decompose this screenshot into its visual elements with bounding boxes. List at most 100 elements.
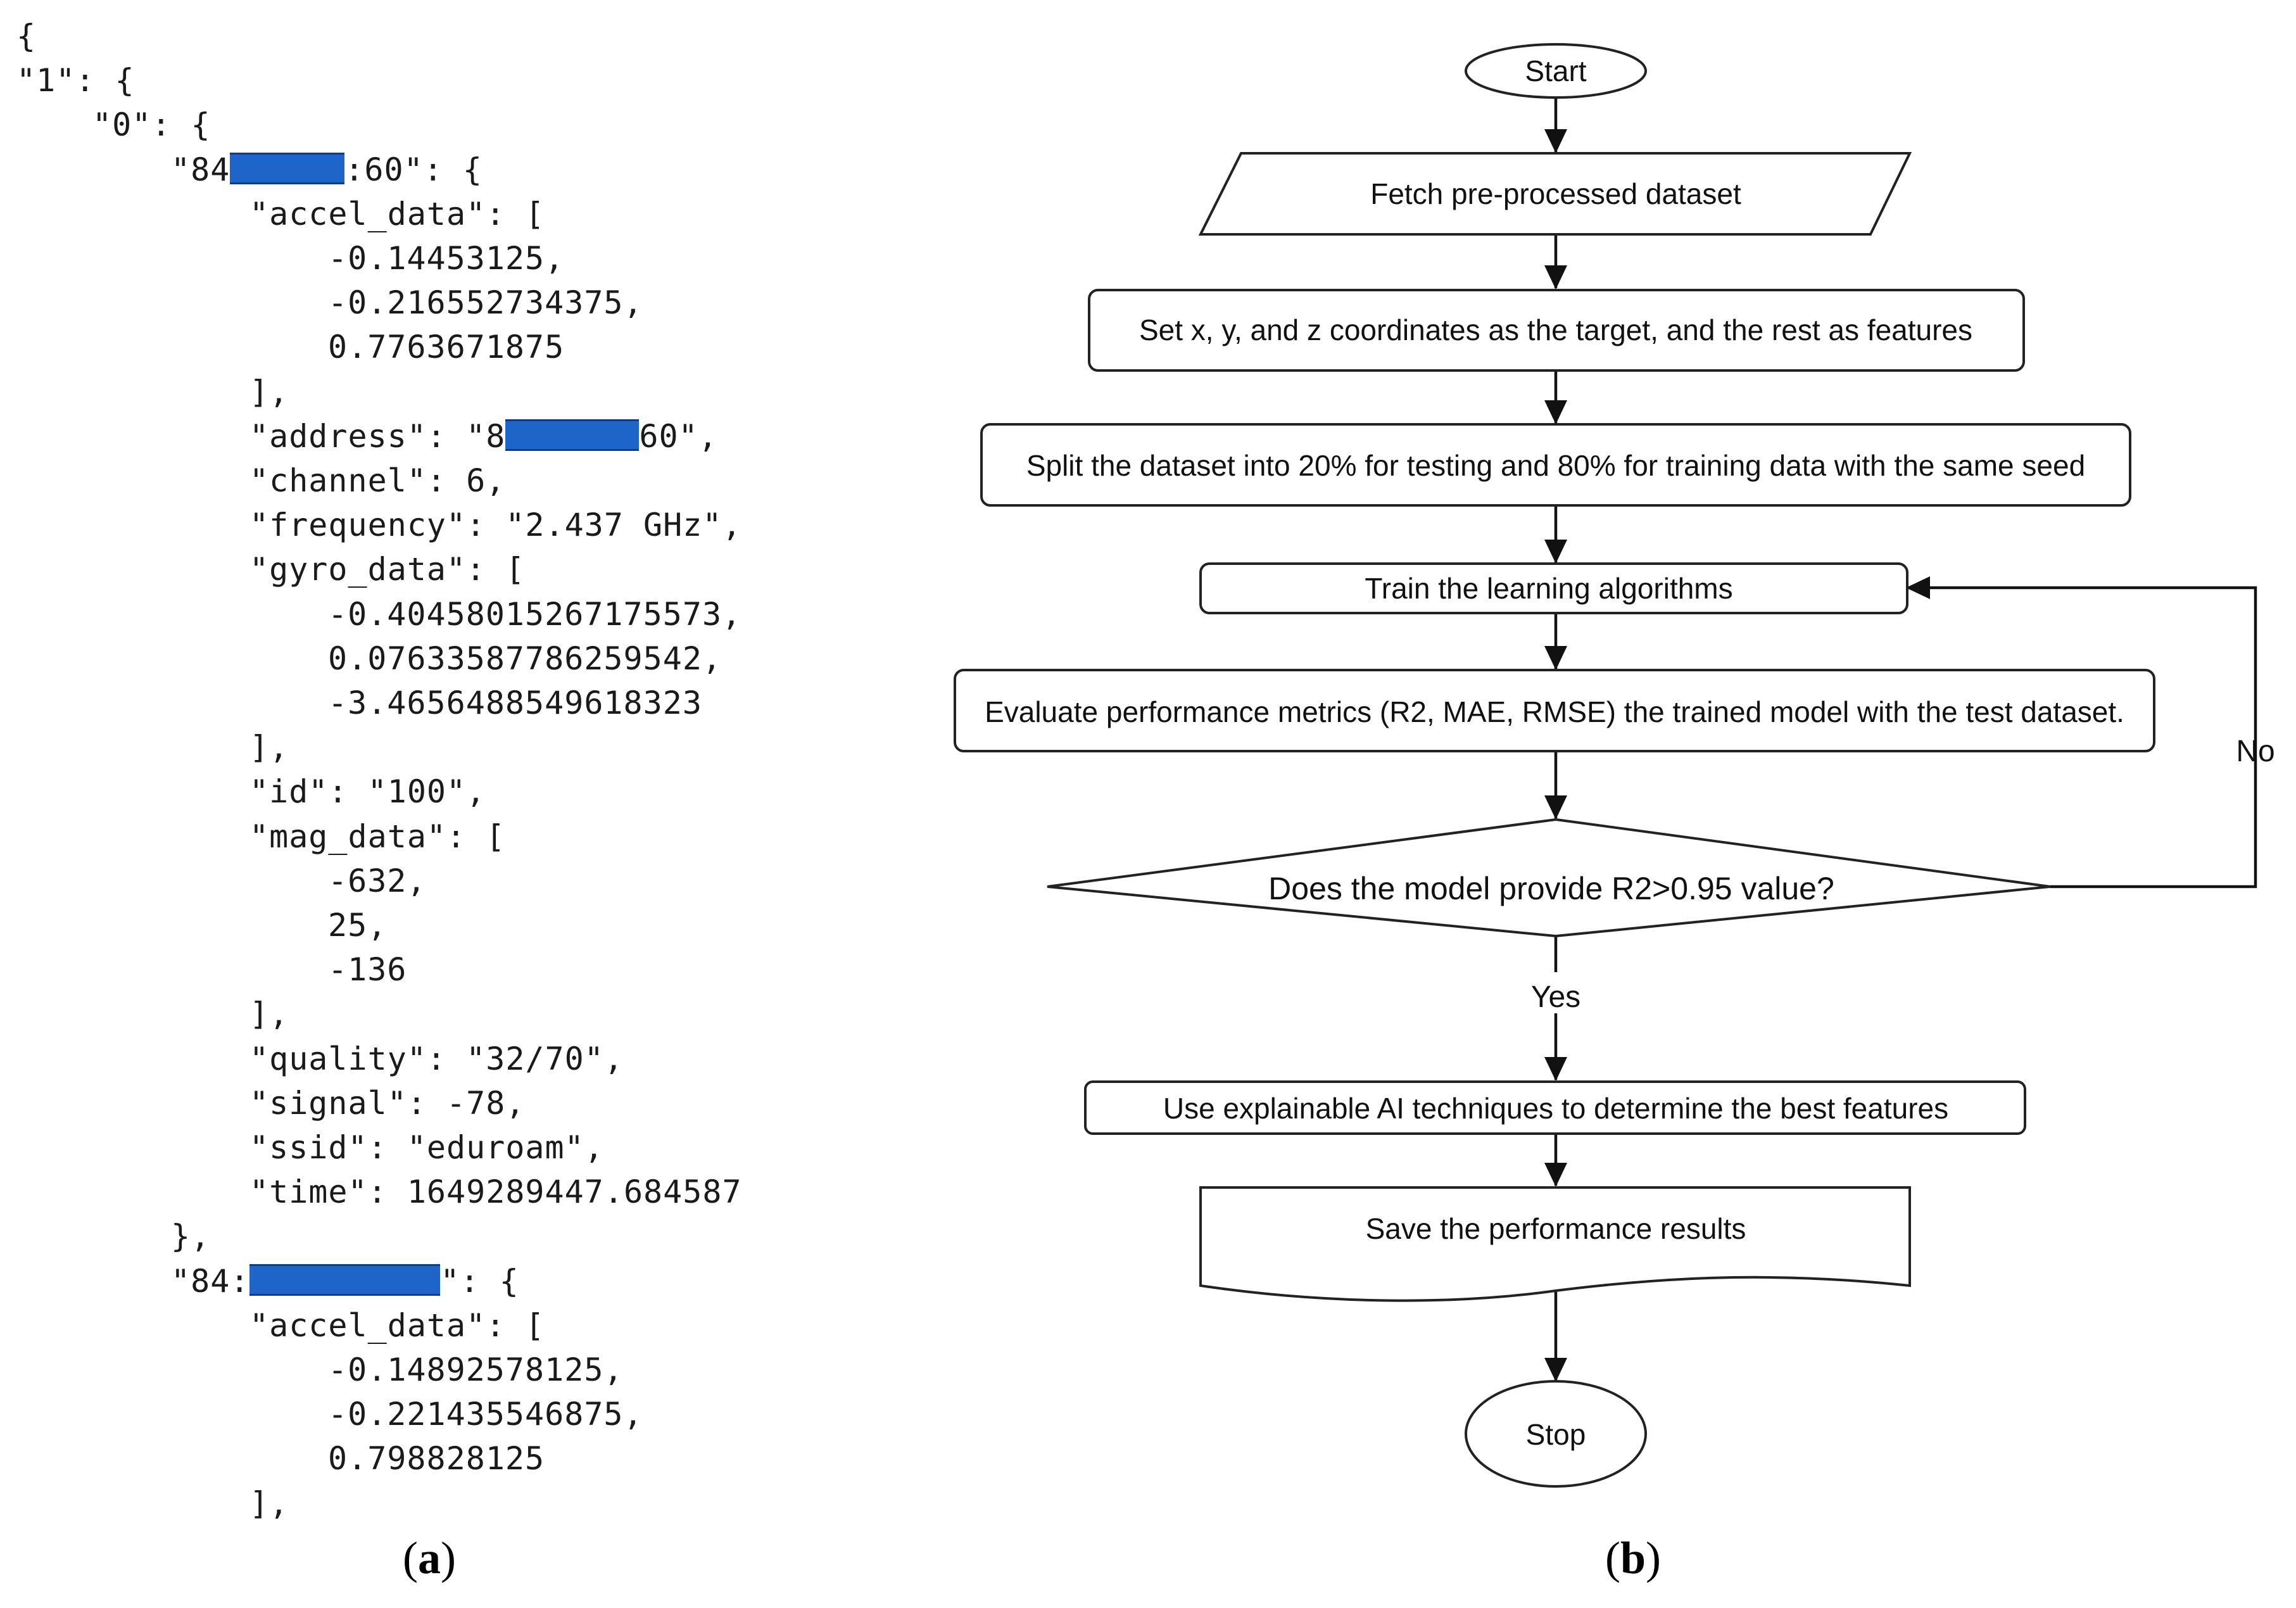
io-fetch-shape <box>1198 152 1912 236</box>
process-split-label: Split the dataset into 20% for testing a… <box>1026 449 2085 482</box>
code-text: { <box>16 18 37 54</box>
code-line: ], <box>249 1481 289 1526</box>
code-text: ], <box>249 1485 289 1522</box>
code-line: -136 <box>328 947 407 992</box>
caption-b-letter: b <box>1620 1533 1646 1583</box>
code-text: "1": { <box>16 62 135 99</box>
process-train-shape <box>1199 562 1908 614</box>
code-text: ], <box>249 729 289 766</box>
caption-a-letter: a <box>417 1533 441 1583</box>
code-text: -3.4656488549618323 <box>328 685 702 721</box>
code-text: "accel_data": [ <box>249 1307 545 1344</box>
process-explain-shape <box>1084 1080 2026 1135</box>
code-text: "accel_data": [ <box>249 196 545 232</box>
code-line: 0.798828125 <box>328 1436 545 1481</box>
edge-label-yes: Yes <box>1531 980 1580 1014</box>
redaction-bar <box>230 153 345 184</box>
code-text: -0.14892578125, <box>328 1352 624 1388</box>
code-line: "address": "8 60", <box>249 414 718 459</box>
code-line: ], <box>249 370 289 414</box>
code-text: -0.14453125, <box>328 240 565 277</box>
process-train-label: Train the learning algorithms <box>1365 572 1732 605</box>
code-line: -0.221435546875, <box>328 1392 643 1436</box>
code-text: -632, <box>328 863 427 899</box>
code-line: "ssid": "eduroam", <box>249 1125 604 1170</box>
code-text: "id": "100", <box>249 773 486 810</box>
code-line: }, <box>171 1214 210 1258</box>
code-line: "84:60": { <box>171 148 483 192</box>
node-save: Save the performance results <box>1199 1186 1911 1302</box>
document-save-label: Save the performance results <box>1366 1212 1746 1245</box>
node-set-target: Set x, y, and z coordinates as the targe… <box>1088 289 2025 372</box>
code-line: "accel_data": [ <box>249 1303 545 1348</box>
decision-shape <box>1047 818 2051 938</box>
node-train: Train the learning algorithms <box>1199 562 1908 614</box>
process-evaluate-shape <box>954 669 2155 752</box>
process-set-target-shape <box>1088 289 2025 372</box>
node-decision: Does the model provide R2>0.95 value? <box>1047 818 2051 938</box>
code-text: 0.07633587786259542, <box>328 640 722 677</box>
io-fetch-label: Fetch pre-processed dataset <box>1370 177 1741 210</box>
code-text: ], <box>249 996 289 1032</box>
code-line: -0.216552734375, <box>328 281 643 325</box>
code-text: "84: <box>171 1263 250 1300</box>
code-line: "id": "100", <box>249 769 486 814</box>
caption-a: (a) <box>403 1533 456 1583</box>
code-line: "quality": "32/70", <box>249 1037 624 1081</box>
code-text: -0.221435546875, <box>328 1396 643 1433</box>
caption-a-close: ) <box>440 1533 456 1583</box>
code-line: -0.40458015267175573, <box>328 592 741 636</box>
code-line: { <box>16 14 36 58</box>
code-text: "time": 1649289447.684587 <box>249 1174 742 1210</box>
code-line: "gyro_data": [ <box>249 547 525 592</box>
terminator-start-shape <box>1465 43 1647 99</box>
code-line: "accel_data": [ <box>249 192 545 236</box>
code-text: -0.40458015267175573, <box>328 596 742 633</box>
code-line: ], <box>249 725 289 769</box>
code-text: 25, <box>328 907 388 944</box>
process-explain-label: Use explainable AI techniques to determi… <box>1163 1092 1948 1125</box>
code-text: "gyro_data": [ <box>249 551 526 588</box>
caption-b: (b) <box>1605 1533 1661 1583</box>
caption-b-open: ( <box>1605 1533 1620 1583</box>
code-text: "quality": "32/70", <box>249 1041 624 1077</box>
redaction-bar <box>505 419 640 451</box>
code-text: "channel": 6, <box>249 462 506 499</box>
code-line: "channel": 6, <box>249 459 505 503</box>
code-text: "signal": -78, <box>249 1085 526 1122</box>
code-text: "address": "8 <box>249 418 506 455</box>
caption-a-open: ( <box>403 1533 418 1583</box>
document-save-shape <box>1199 1186 1911 1302</box>
code-text: "ssid": "eduroam", <box>249 1129 604 1166</box>
code-line: "1": { <box>16 58 135 103</box>
code-line: "84: ": { <box>171 1259 519 1303</box>
code-text: 0.798828125 <box>328 1440 545 1477</box>
edge-label-no: No <box>2236 735 2274 768</box>
code-text: "frequency": "2.437 GHz", <box>249 507 742 543</box>
code-line: ], <box>249 992 289 1036</box>
code-line: "time": 1649289447.684587 <box>249 1170 742 1214</box>
code-line: -0.14453125, <box>328 236 564 281</box>
redaction-bar <box>249 1264 441 1296</box>
code-line: -3.4656488549618323 <box>328 681 702 725</box>
code-line: 0.07633587786259542, <box>328 636 722 681</box>
code-text: "0": { <box>92 106 211 143</box>
code-text: -0.216552734375, <box>328 284 643 321</box>
node-split: Split the dataset into 20% for testing a… <box>980 423 2131 507</box>
code-line: -0.14892578125, <box>328 1348 624 1392</box>
code-text: -136 <box>328 951 407 988</box>
code-line: -632, <box>328 859 427 903</box>
process-evaluate-label: Evaluate performance metrics (R2, MAE, R… <box>985 695 2124 728</box>
node-fetch: Fetch pre-processed dataset <box>1198 152 1912 236</box>
code-line: 0.7763671875 <box>328 325 564 369</box>
code-text-tail: :60": { <box>344 151 483 188</box>
code-text: ], <box>249 374 289 410</box>
edge-decision-no-loop <box>1906 576 2257 889</box>
process-set-target-label: Set x, y, and z coordinates as the targe… <box>1139 313 1972 346</box>
terminator-stop-label: Stop <box>1526 1418 1586 1451</box>
decision-label: Does the model provide R2>0.95 value? <box>1268 871 1834 906</box>
code-text-tail: ": { <box>440 1263 519 1300</box>
code-text-tail: 60", <box>639 418 718 455</box>
node-evaluate: Evaluate performance metrics (R2, MAE, R… <box>954 669 2155 752</box>
